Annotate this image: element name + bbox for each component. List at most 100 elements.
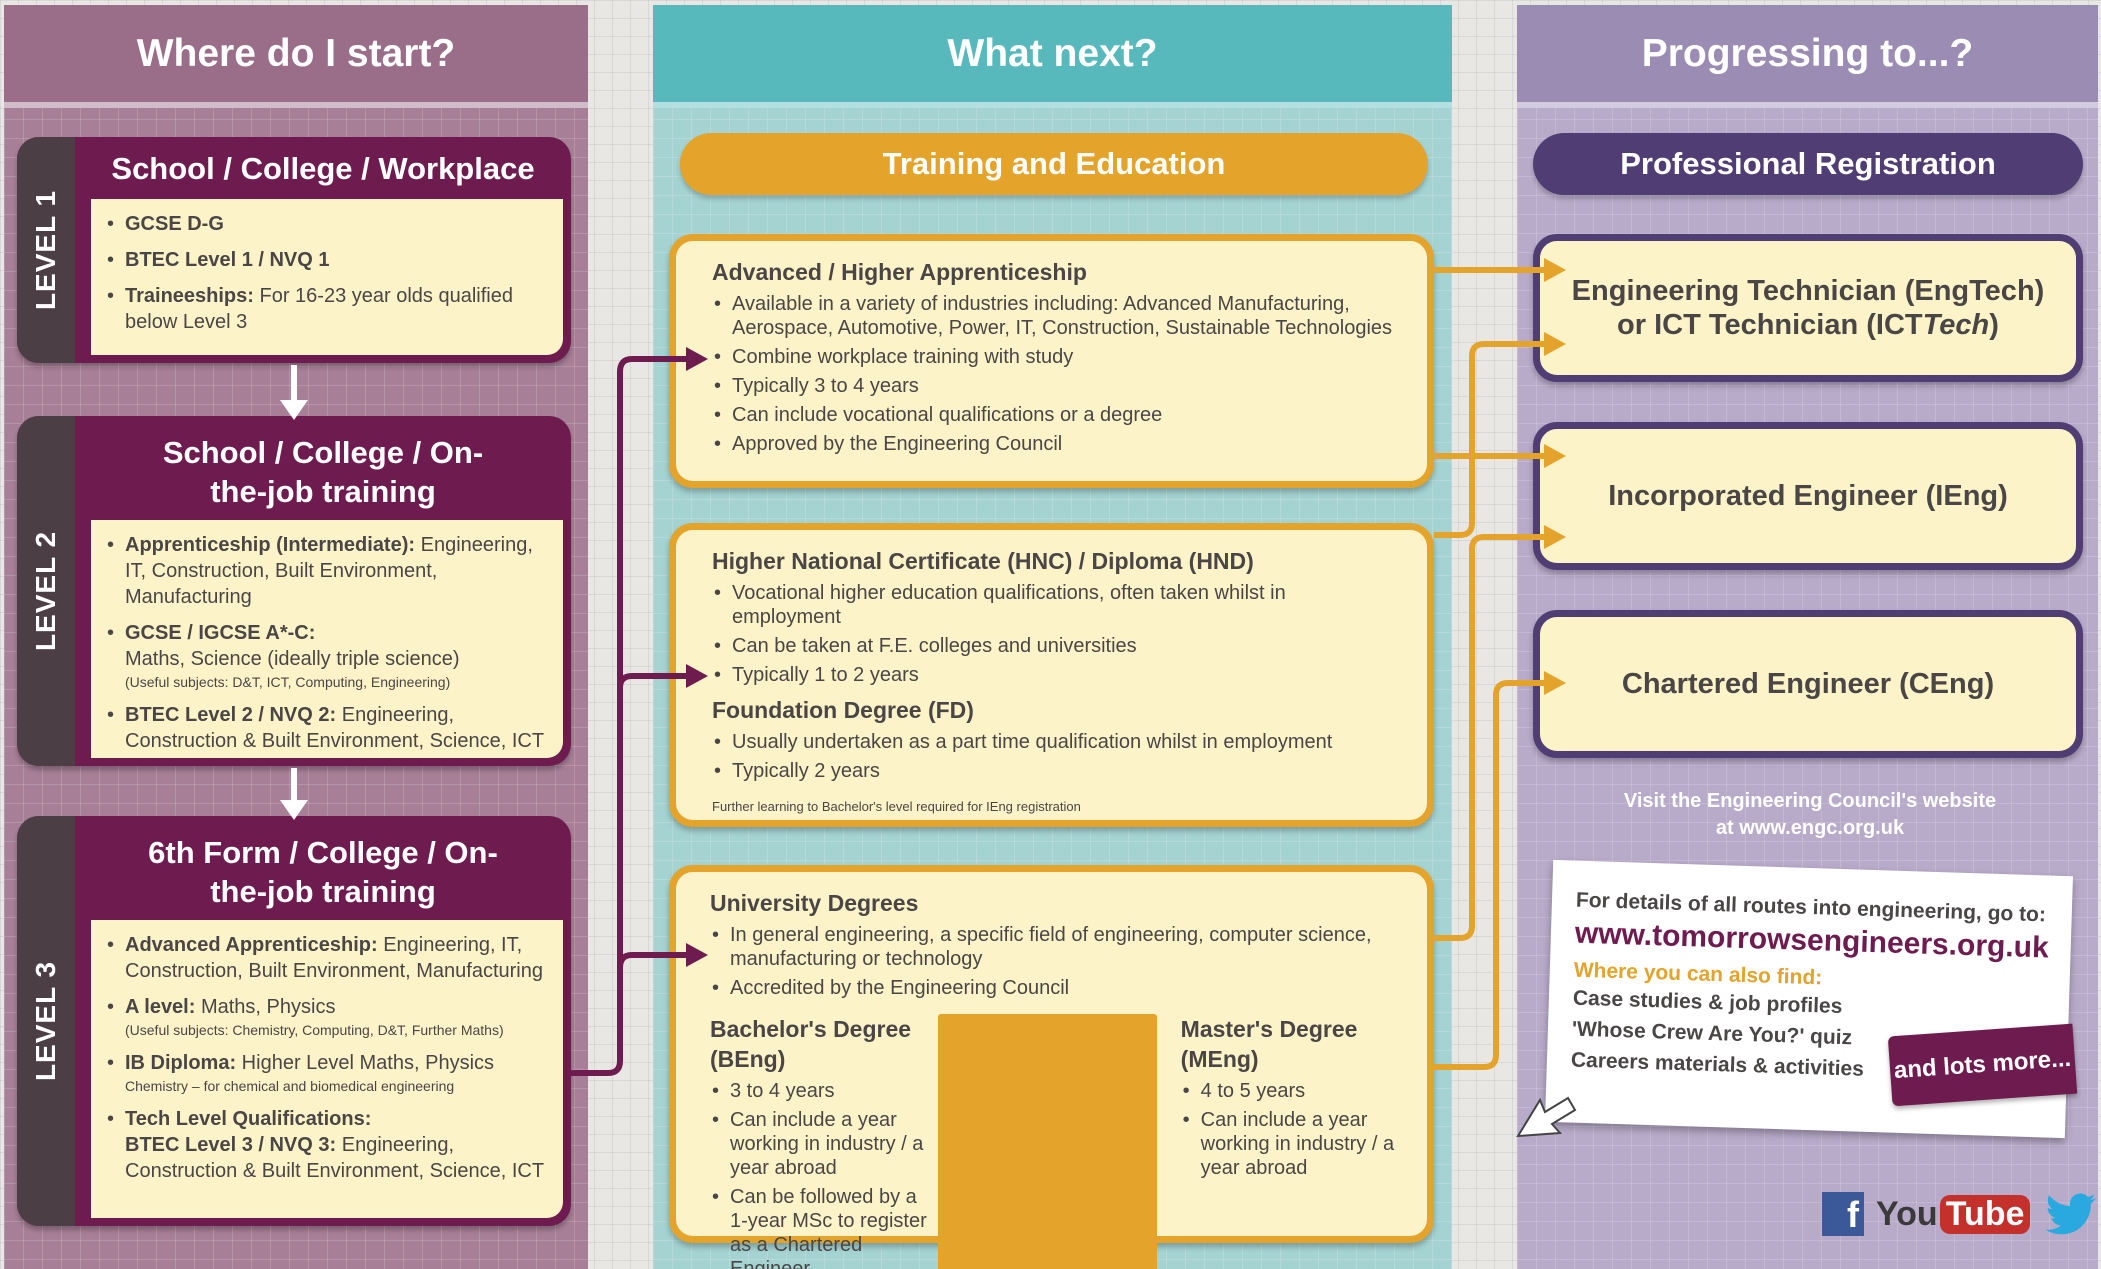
hnc-hnd-box: Higher National Certificate (HNC) / Dipl… bbox=[669, 523, 1434, 827]
list-item: A level: Maths, Physics (Useful subjects:… bbox=[105, 994, 549, 1040]
right-arrow-icon bbox=[1544, 444, 1566, 468]
engtech-text: Engineering Technician (EngTech) or ICT … bbox=[1572, 274, 2045, 342]
item-text: Engineering, Construction & Built Enviro… bbox=[125, 704, 545, 752]
beng-title: Bachelor's Degree (BEng) bbox=[710, 1016, 912, 1072]
list-item: 4 to 5 years bbox=[1181, 1079, 1399, 1103]
degree-columns: Bachelor's Degree (BEng) 3 to 4 years Ca… bbox=[710, 1014, 1399, 1269]
item-heading: BTEC Level 1 / NVQ 1 bbox=[125, 249, 330, 271]
beng-column: Bachelor's Degree (BEng) 3 to 4 years Ca… bbox=[710, 1014, 928, 1269]
foundation-degree-title: Foundation Degree (FD) bbox=[712, 697, 974, 723]
item-text: Maths, Science (ideally triple science) bbox=[125, 648, 460, 670]
item-text: Engineering, IT, Construction, Built Env… bbox=[125, 534, 533, 608]
engtech-box: Engineering Technician (EngTech) or ICT … bbox=[1533, 234, 2083, 382]
meng-column: Master's Degree (MEng) 4 to 5 years Can … bbox=[1181, 1014, 1399, 1269]
level-3-content: Advanced Apprenticeship: Engineering, IT… bbox=[91, 920, 563, 1218]
level-2-content: Apprenticeship (Intermediate): Engineeri… bbox=[91, 520, 563, 758]
level-3-title: 6th Form / College / On-the-job training bbox=[148, 835, 498, 909]
list-item: Can include a year working in industry /… bbox=[1181, 1108, 1399, 1180]
list-item: Usually undertaken as a part time qualif… bbox=[712, 730, 1399, 754]
professional-registration-header: Professional Registration bbox=[1533, 133, 2083, 195]
level-2-box: LEVEL 2 School / College / On-the-job tr… bbox=[17, 416, 571, 766]
list-item: Available in a variety of industries inc… bbox=[712, 292, 1399, 340]
list-item: IB Diploma: Higher Level Maths, PhysicsC… bbox=[105, 1050, 549, 1096]
list-item: BTEC Level 2 / NVQ 2: Engineering, Const… bbox=[105, 702, 549, 754]
item-text: Maths, Physics bbox=[195, 996, 336, 1018]
progress-column-heading: Progressing to...? bbox=[1517, 5, 2098, 108]
engc-visit-text: Visit the Engineering Council's website … bbox=[1580, 788, 2040, 842]
list-item: Advanced Apprenticeship: Engineering, IT… bbox=[105, 932, 549, 984]
list-item: Combine workplace training with study bbox=[712, 345, 1399, 369]
item-heading: A level: bbox=[125, 996, 196, 1018]
item-text: Engineering, Construction & Built Enviro… bbox=[125, 1134, 545, 1182]
list-item: Typically 2 years bbox=[712, 759, 1399, 783]
down-arrow-icon bbox=[280, 800, 308, 820]
item-heading: Tech Level Qualifications: bbox=[125, 1108, 372, 1130]
youtube-you: You bbox=[1876, 1194, 1938, 1233]
university-box: University Degrees In general engineerin… bbox=[669, 865, 1434, 1269]
right-arrow-icon bbox=[686, 347, 708, 371]
engtech-line2: or ICT Technician (ICT bbox=[1617, 309, 1923, 341]
item-heading: GCSE / IGCSE A*-C: bbox=[125, 622, 316, 644]
next-column-heading: What next? bbox=[653, 5, 1452, 108]
item-heading: Apprenticeship (Intermediate): bbox=[125, 534, 416, 556]
list-item: Tech Level Qualifications: BTEC Level 3 /… bbox=[105, 1106, 549, 1184]
list-item: Vocational higher education qualificatio… bbox=[712, 581, 1399, 629]
level-arrows bbox=[280, 365, 308, 820]
visit-line1: Visit the Engineering Council's website bbox=[1623, 790, 1997, 812]
level-1-content: GCSE D-G BTEC Level 1 / NVQ 1 Traineeshi… bbox=[91, 199, 563, 355]
item-note: (Useful subjects: Chemistry, Computing, … bbox=[125, 1022, 504, 1038]
meng-title: Master's Degree (MEng) bbox=[1180, 1016, 1358, 1072]
level-1-box: LEVEL 1 School / College / Workplace GCS… bbox=[17, 137, 571, 363]
ceng-box: Chartered Engineer (CEng) bbox=[1533, 610, 2083, 758]
training-to-registration-arrows bbox=[1434, 267, 1548, 1070]
engtech-tech: Tech bbox=[1922, 309, 1990, 341]
apprenticeship-box: Advanced / Higher Apprenticeship Availab… bbox=[669, 234, 1434, 488]
list-item: BTEC Level 1 / NVQ 1 bbox=[105, 247, 549, 273]
list-item: Can be taken at F.E. colleges and univer… bbox=[712, 634, 1399, 658]
item-heading: Advanced Apprenticeship: bbox=[125, 934, 378, 956]
down-arrow-icon bbox=[280, 400, 308, 420]
level-3-box: LEVEL 3 6th Form / College / On-the-job … bbox=[17, 816, 571, 1226]
engtech-close: ) bbox=[1989, 309, 1999, 341]
visit-line2[interactable]: at www.engc.org.uk bbox=[1715, 817, 1905, 839]
ieng-text: Incorporated Engineer (IEng) bbox=[1608, 480, 2008, 512]
list-item: Can include vocational qualifications or… bbox=[712, 403, 1399, 427]
right-arrow-icon bbox=[1544, 671, 1566, 695]
university-title: University Degrees bbox=[710, 890, 919, 916]
item-heading: GCSE D-G bbox=[125, 213, 224, 235]
ieng-note: Further learning to Bachelor's level req… bbox=[712, 799, 1081, 814]
list-item: Approved by the Engineering Council bbox=[712, 432, 1399, 456]
level-3-tab: LEVEL 3 bbox=[17, 816, 75, 1226]
start-column-heading: Where do I start? bbox=[4, 5, 588, 108]
list-item: Typically 3 to 4 years bbox=[712, 374, 1399, 398]
item-text: Engineering, IT, Construction, Built Env… bbox=[125, 934, 543, 982]
hnc-title: Higher National Certificate (HNC) / Dipl… bbox=[712, 548, 1254, 574]
list-item: Traineeships: For 16-23 year olds qualif… bbox=[105, 283, 549, 335]
plum-arrowheads bbox=[686, 347, 708, 967]
facebook-icon[interactable]: f bbox=[1822, 1192, 1864, 1236]
right-arrow-icon bbox=[1544, 258, 1566, 282]
engtech-line1: Engineering Technician (EngTech) bbox=[1571, 275, 2045, 307]
level3-to-training-arrows bbox=[571, 356, 690, 1076]
item-note: Chemistry – for chemical and biomedical … bbox=[125, 1078, 455, 1094]
item-heading: Traineeships: bbox=[125, 285, 254, 307]
list-item: Can include a year working in industry /… bbox=[710, 1108, 928, 1180]
training-education-header: Training and Education bbox=[680, 133, 1428, 195]
level-1-tab: LEVEL 1 bbox=[17, 137, 75, 363]
item-subheading: BTEC Level 3 / NVQ 3: bbox=[125, 1134, 337, 1156]
youtube-tube: Tube bbox=[1939, 1194, 2031, 1234]
ieng-box: Incorporated Engineer (IEng) bbox=[1533, 422, 2083, 570]
list-item: 3 to 4 years bbox=[710, 1079, 928, 1103]
list-item: Typically 1 to 2 years bbox=[712, 663, 1399, 687]
level-2-title: School / College / On-the-job training bbox=[162, 435, 484, 509]
item-heading: BTEC Level 2 / NVQ 2: bbox=[125, 704, 337, 726]
twitter-icon[interactable] bbox=[2042, 1192, 2098, 1236]
list-item: Accredited by the Engineering Council bbox=[710, 976, 1399, 1000]
list-item: GCSE / IGCSE A*-C: Maths, Science (ideall… bbox=[105, 620, 549, 692]
item-note: (Useful subjects: D&T, ICT, Computing, E… bbox=[125, 674, 451, 690]
right-arrow-icon bbox=[686, 664, 708, 688]
column-divider bbox=[938, 1014, 1157, 1269]
